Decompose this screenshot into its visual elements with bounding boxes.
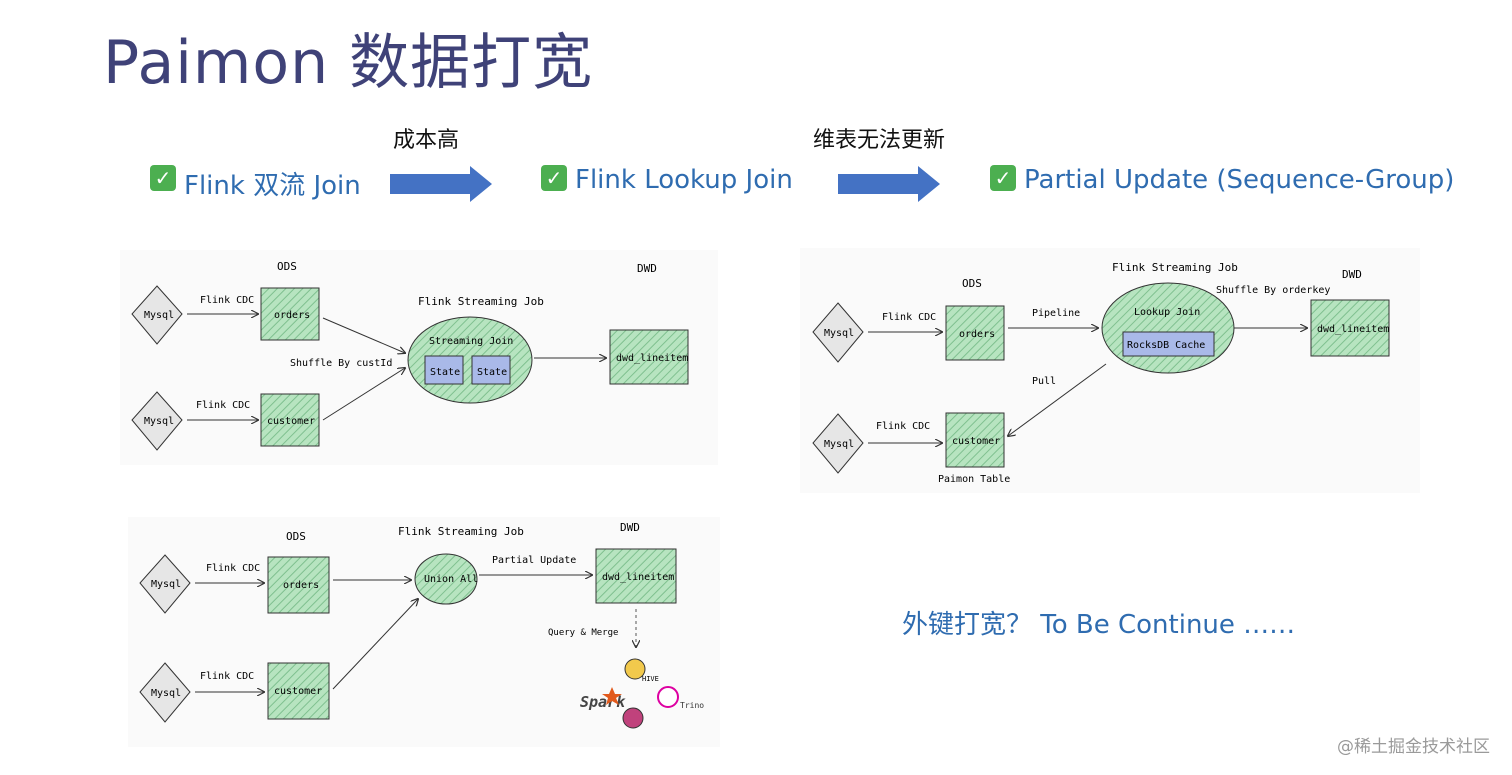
cdc-label: Flink CDC: [206, 563, 260, 574]
orders-node: [945, 305, 1005, 361]
ods-label: ODS: [277, 260, 297, 273]
state-label: State: [477, 367, 507, 378]
stage-label: Flink Lookup Join: [575, 165, 793, 195]
check-icon: ✓: [990, 165, 1016, 191]
cdc-label: Flink CDC: [200, 295, 254, 306]
mysql-label: Mysql: [144, 416, 174, 427]
transition-label: 维表无法更新: [813, 128, 946, 153]
orders-label: orders: [283, 580, 319, 591]
lookup-join-node: [1101, 282, 1235, 374]
watermark: @稀土掘金技术社区: [1337, 737, 1490, 757]
cdc-label: Flink CDC: [200, 671, 254, 682]
page-title: Paimon 数据打宽: [103, 28, 594, 98]
lookup-label: Lookup Join: [1134, 307, 1200, 318]
ods-label: ODS: [286, 530, 306, 543]
trino-icon: Trino: [657, 686, 704, 710]
stage-partial-update: ✓ Partial Update (Sequence-Group): [990, 165, 1454, 195]
orders-node: [260, 287, 320, 341]
mysql-node: [139, 662, 191, 723]
customer-label: customer: [267, 416, 315, 427]
presto-icon: [622, 707, 644, 729]
diagram-partial-update: ODS DWD Flink Streaming Job Mysql Mysql …: [128, 517, 720, 747]
mysql-node: [812, 302, 864, 363]
customer-node: [267, 662, 330, 720]
svg-text:Trino: Trino: [680, 701, 704, 710]
dwd-label: DWD: [620, 521, 640, 534]
right-arrow-icon: [838, 166, 940, 202]
orders-node: [267, 556, 330, 614]
right-arrow-icon: [390, 166, 492, 202]
cdc-label: Flink CDC: [876, 421, 930, 432]
mysql-label: Mysql: [151, 579, 181, 590]
sink-label: dwd_lineitem: [1317, 324, 1389, 335]
dwd-lineitem-node: [609, 329, 689, 385]
mysql-node: [812, 413, 864, 474]
customer-node: [945, 412, 1005, 468]
diagram-lookup-join: ODS DWD Flink Streaming Job Shuffle By o…: [800, 248, 1420, 493]
dwd-label: DWD: [637, 262, 657, 275]
job-label: Flink Streaming Job: [398, 525, 524, 538]
dwd-label: DWD: [1342, 268, 1362, 281]
paimon-table-label: Paimon Table: [938, 474, 1010, 485]
customer-node: [260, 393, 320, 447]
orders-label: orders: [274, 310, 310, 321]
stage-label: Flink 双流 Join: [184, 171, 361, 201]
mysql-node: [131, 285, 183, 345]
check-icon: ✓: [541, 165, 567, 191]
spark-icon: Spark: [580, 687, 626, 711]
transition-label: 成本高: [393, 128, 460, 153]
partial-update-label: Partial Update: [492, 555, 576, 566]
mysql-label: Mysql: [824, 328, 854, 339]
ods-label: ODS: [962, 277, 982, 290]
job-label: Flink Streaming Job: [1112, 261, 1238, 274]
orders-label: orders: [959, 329, 995, 340]
svg-text:HIVE: HIVE: [642, 675, 659, 683]
join-label: Streaming Join: [429, 336, 513, 347]
diagram-dual-stream-join: ODS DWD Flink Streaming Job Mysql Mysql …: [120, 250, 718, 465]
rocksdb-cache-node: [1122, 331, 1215, 357]
job-label: Flink Streaming Job: [418, 295, 544, 308]
check-icon: ✓: [150, 165, 176, 191]
union-label: Union All: [424, 574, 478, 585]
stage-flink-dual-join: ✓ Flink 双流 Join: [150, 165, 361, 202]
pull-label: Pull: [1032, 376, 1056, 387]
pipeline-label: Pipeline: [1032, 308, 1080, 319]
dwd-lineitem-node: [1310, 299, 1390, 357]
hive-icon: HIVE: [624, 658, 659, 683]
shuffle-label: Shuffle By custId: [290, 358, 392, 369]
sink-label: dwd_lineitem: [616, 353, 688, 364]
mysql-label: Mysql: [144, 310, 174, 321]
state-label: State: [430, 367, 460, 378]
mysql-node: [131, 391, 183, 451]
mysql-label: Mysql: [151, 688, 181, 699]
footnote-text: 外键打宽？ To Be Continue ……: [902, 610, 1296, 640]
state-node: [424, 355, 464, 385]
stage-flink-lookup-join: ✓ Flink Lookup Join: [541, 165, 793, 195]
shuffle-label: Shuffle By orderkey: [1216, 285, 1330, 296]
union-all-node: [414, 553, 478, 605]
mysql-label: Mysql: [824, 439, 854, 450]
dwd-lineitem-node: [595, 548, 677, 604]
cdc-label: Flink CDC: [882, 312, 936, 323]
mysql-node: [139, 554, 191, 614]
cache-label: RocksDB Cache: [1127, 340, 1205, 351]
query-merge-label: Query & Merge: [548, 628, 618, 638]
sink-label: dwd_lineitem: [602, 572, 674, 583]
cdc-label: Flink CDC: [196, 400, 250, 411]
stage-label: Partial Update (Sequence-Group): [1024, 165, 1455, 195]
customer-label: customer: [274, 686, 322, 697]
customer-label: customer: [952, 436, 1000, 447]
state-node: [471, 355, 511, 385]
